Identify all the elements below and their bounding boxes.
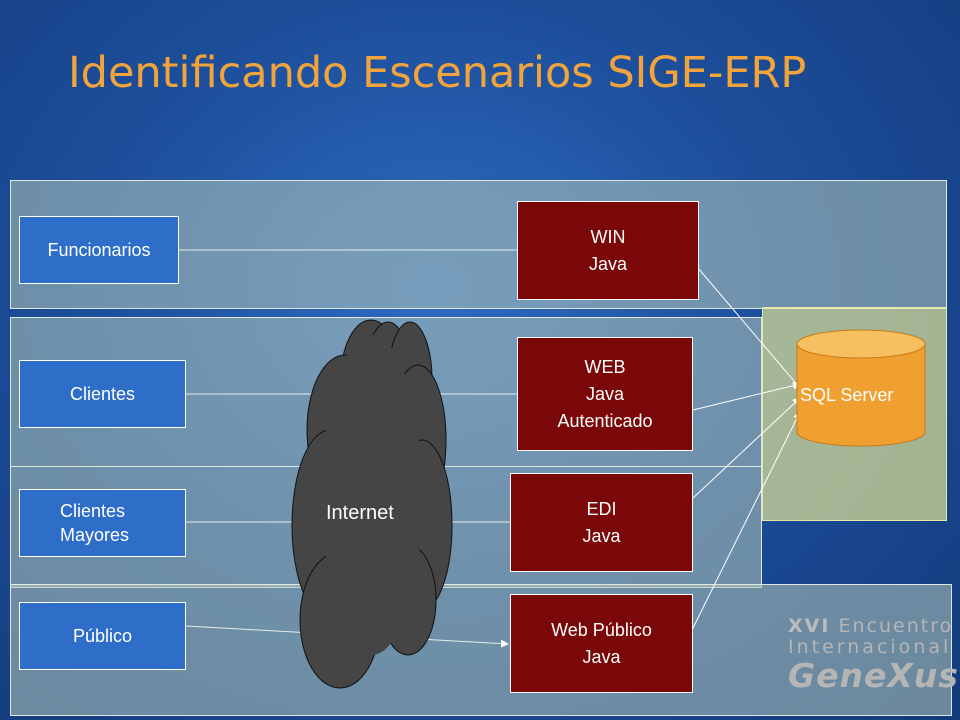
cloud-label: Internet [326,502,394,524]
actor-label: Funcionarios [47,239,151,260]
system-edi: EDI Java [510,473,693,572]
slide-title: Identificando Escenarios SIGE-ERP [68,48,807,98]
logo-edition: XVI [788,615,831,637]
actor-clientes: Clientes [19,360,186,428]
genexus-logo: XVI Encuentro Internacional GeneXus [788,616,959,694]
connector-win-db [697,267,801,389]
actor-clientes-mayores: Clientes Mayores [19,489,186,557]
system-line: Java [582,646,621,667]
connector-edi-db [692,397,801,499]
system-web-publico: Web Público Java [510,594,693,693]
actor-publico: Público [19,602,186,670]
logo-brand: GeneXus [788,656,959,695]
system-line: Autenticado [557,410,653,431]
actor-label: Público [72,625,133,646]
database-cylinder-icon [796,329,926,447]
actor-funcionarios: Funcionarios [19,216,179,284]
system-line: EDI [586,498,617,519]
system-line: Web Público [551,619,652,640]
system-web: WEB Java Autenticado [517,337,693,451]
actor-label-line2: Mayores [60,525,130,545]
system-line: Java [588,253,628,274]
actor-label-line1: Clientes [60,501,126,521]
system-line: WEB [584,356,626,377]
logo-event: Encuentro [838,615,954,637]
actor-label: Clientes [69,383,136,404]
connector-web-db [692,381,801,411]
logo-subtitle: Internacional [788,636,952,658]
system-win: WIN Java [517,201,699,300]
connector-webpublico-db [692,411,801,629]
database-label: SQL Server [800,385,894,405]
system-line: WIN [590,226,626,247]
system-line: Java [585,383,625,404]
system-line: Java [582,525,621,546]
cloud-icon [291,319,453,689]
